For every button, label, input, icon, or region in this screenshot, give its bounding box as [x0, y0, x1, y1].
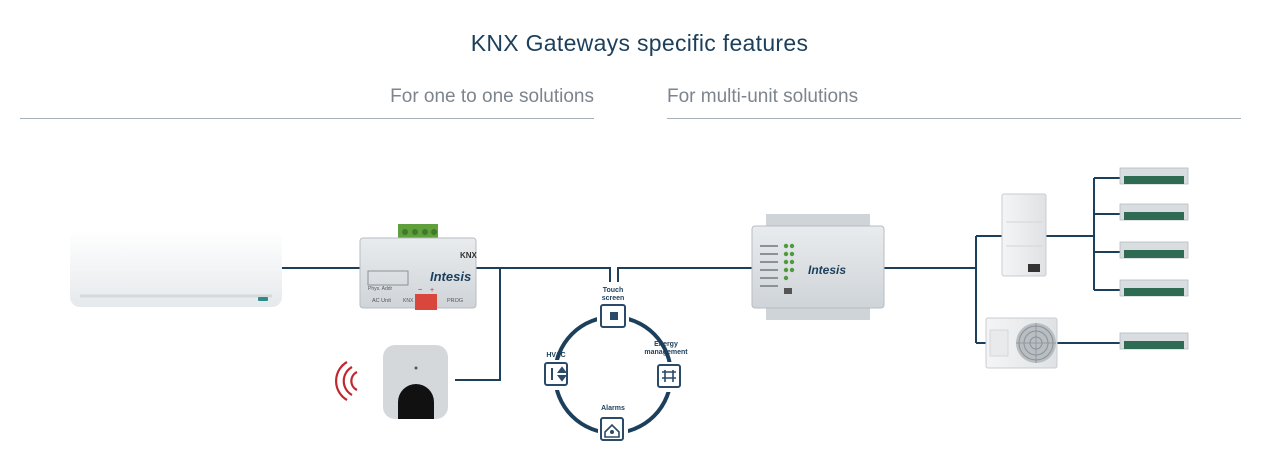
indoor-unit-1 [1119, 167, 1189, 185]
section-divider-left [20, 118, 594, 119]
feature-hvac: HVAC [546, 352, 565, 359]
wall-ac-unit [70, 230, 282, 307]
wireless-signal-icon [334, 361, 358, 401]
vrf-outdoor-unit [1001, 193, 1047, 277]
feature-alarms: Alarms [601, 405, 625, 412]
indoor-unit-4 [1119, 279, 1189, 297]
label-knx: KNX [403, 298, 414, 304]
knx-gateway-brand: Intesis [430, 269, 471, 284]
ac-status-led [258, 297, 268, 301]
energy-management-icon [657, 364, 681, 388]
page-title: KNX Gateways specific features [470, 30, 809, 56]
feature-energy-line2: management [644, 349, 688, 356]
section-heading-one-to-one: For one to one solutions [390, 86, 594, 107]
indoor-unit-2 [1119, 203, 1189, 221]
label-plus: + [430, 287, 434, 294]
alarms-icon [600, 417, 624, 441]
feature-touch-screen-line1: Touch [603, 287, 623, 294]
knx-logo: KNX [460, 251, 478, 260]
line-gateway-to-remote [455, 268, 501, 381]
ducted-indoor-units [1119, 167, 1189, 350]
hvac-icon [544, 362, 568, 386]
outdoor-fan-unit [985, 317, 1058, 369]
feature-touch-screen-line2: screen [602, 295, 625, 302]
connection-lines [282, 177, 1120, 381]
feature-wheel: Touch screen HVAC Energy management Alar… [542, 287, 688, 444]
feature-energy-line1: Energy [654, 341, 678, 348]
line-gateway-to-touch [476, 267, 611, 282]
multi-gateway-brand: Intesis [808, 263, 846, 277]
wireless-sensor [334, 345, 448, 419]
label-minus: − [418, 287, 422, 294]
knx-gateway-device: KNX Intesis Phys. Addr AC Unit KNX − + P… [359, 224, 478, 310]
label-ac-unit: AC Unit [372, 298, 391, 304]
section-divider-right [667, 118, 1241, 119]
knx-red-connector [415, 294, 437, 310]
indoor-unit-3 [1119, 241, 1189, 259]
line-touch-to-multigateway [617, 267, 766, 282]
label-phys-addr: Phys. Addr [368, 286, 393, 292]
indoor-unit-5 [1119, 332, 1189, 350]
label-prog: PROG [447, 298, 463, 304]
section-heading-multi-unit: For multi-unit solutions [667, 86, 859, 107]
multi-unit-gateway-device: Intesis [751, 214, 885, 320]
